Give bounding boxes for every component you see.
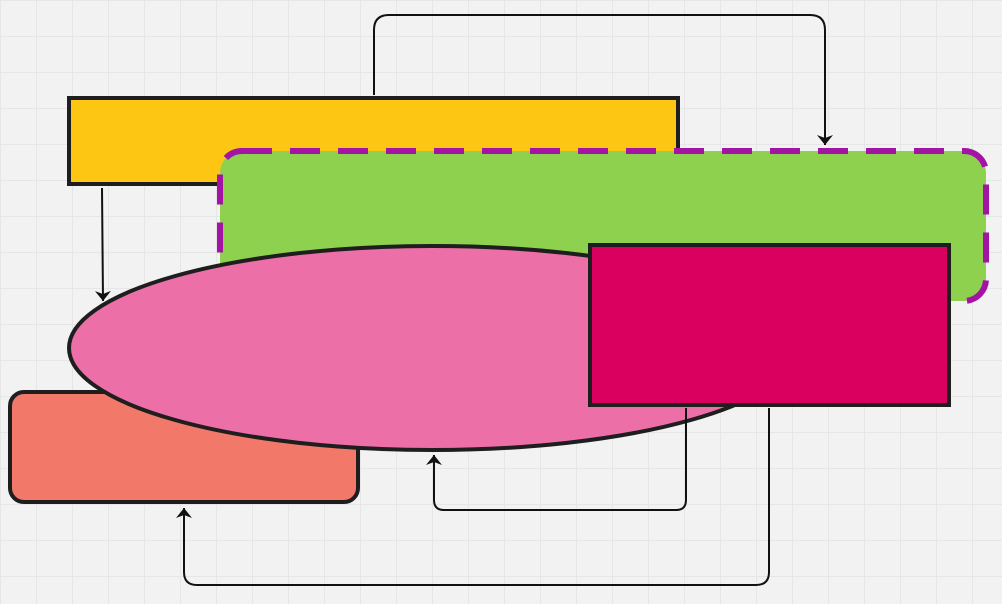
connector-yellow-to-pink[interactable] [94, 187, 111, 302]
connector-magenta-to-pink[interactable] [426, 408, 687, 511]
connector-magenta-to-salmon[interactable] [176, 408, 770, 586]
connector-yellow-to-green[interactable] [373, 14, 833, 145]
magenta-box[interactable] [588, 243, 951, 407]
